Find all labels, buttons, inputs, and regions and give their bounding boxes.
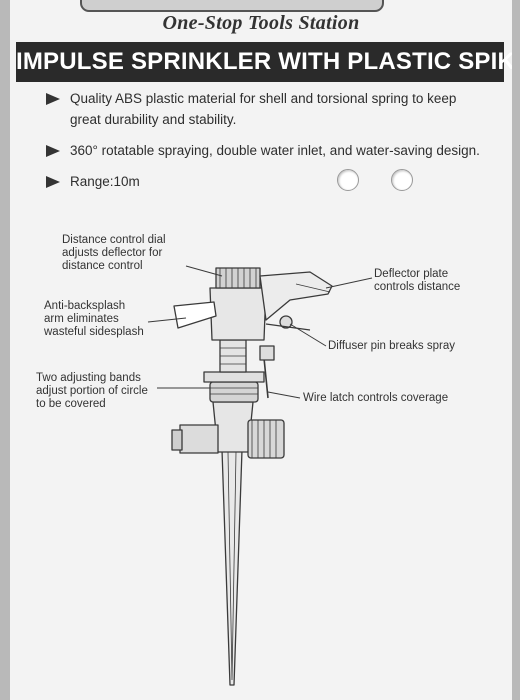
callout-adjusting-bands: Two adjusting bands adjust portion of ci… [36, 372, 148, 410]
punch-hole-icon [337, 169, 359, 191]
feature-item: Quality ABS plastic material for shell a… [44, 88, 484, 130]
callout-diffuser-pin: Diffuser pin breaks spray [328, 340, 455, 352]
callout-deflector-plate: Deflector plate controls distance [374, 268, 461, 293]
feature-list: Quality ABS plastic material for shell a… [44, 88, 484, 202]
triangle-arrow-icon [46, 176, 60, 188]
feature-item: 360° rotatable spraying, double water in… [44, 140, 484, 161]
callout-distance-dial: Distance control dial adjusts deflector … [62, 234, 166, 272]
brand-logo [80, 0, 384, 12]
tagline: One-Stop Tools Station [162, 12, 360, 34]
feature-item: Range:10m [44, 171, 484, 192]
feature-text: Quality ABS plastic material for shell a… [70, 91, 457, 127]
triangle-arrow-icon [46, 145, 60, 157]
feature-text: Range:10m [70, 174, 140, 189]
sprinkler-illustration [147, 265, 373, 686]
sprinkler-diagram: Distance control dial adjusts deflector … [10, 220, 512, 700]
product-card: One-Stop Tools Station IMPULSE SPRINKLER… [10, 0, 512, 700]
punch-hole-icon [391, 169, 413, 191]
logo-band: One-Stop Tools Station [10, 0, 512, 38]
callout-wire-latch: Wire latch controls coverage [303, 392, 449, 404]
callout-anti-backsplash: Anti-backsplash arm eliminates wasteful … [44, 300, 144, 338]
feature-text: 360° rotatable spraying, double water in… [70, 143, 480, 158]
product-title-banner: IMPULSE SPRINKLER WITH PLASTIC SPIKE [16, 42, 512, 82]
triangle-arrow-icon [46, 93, 60, 105]
